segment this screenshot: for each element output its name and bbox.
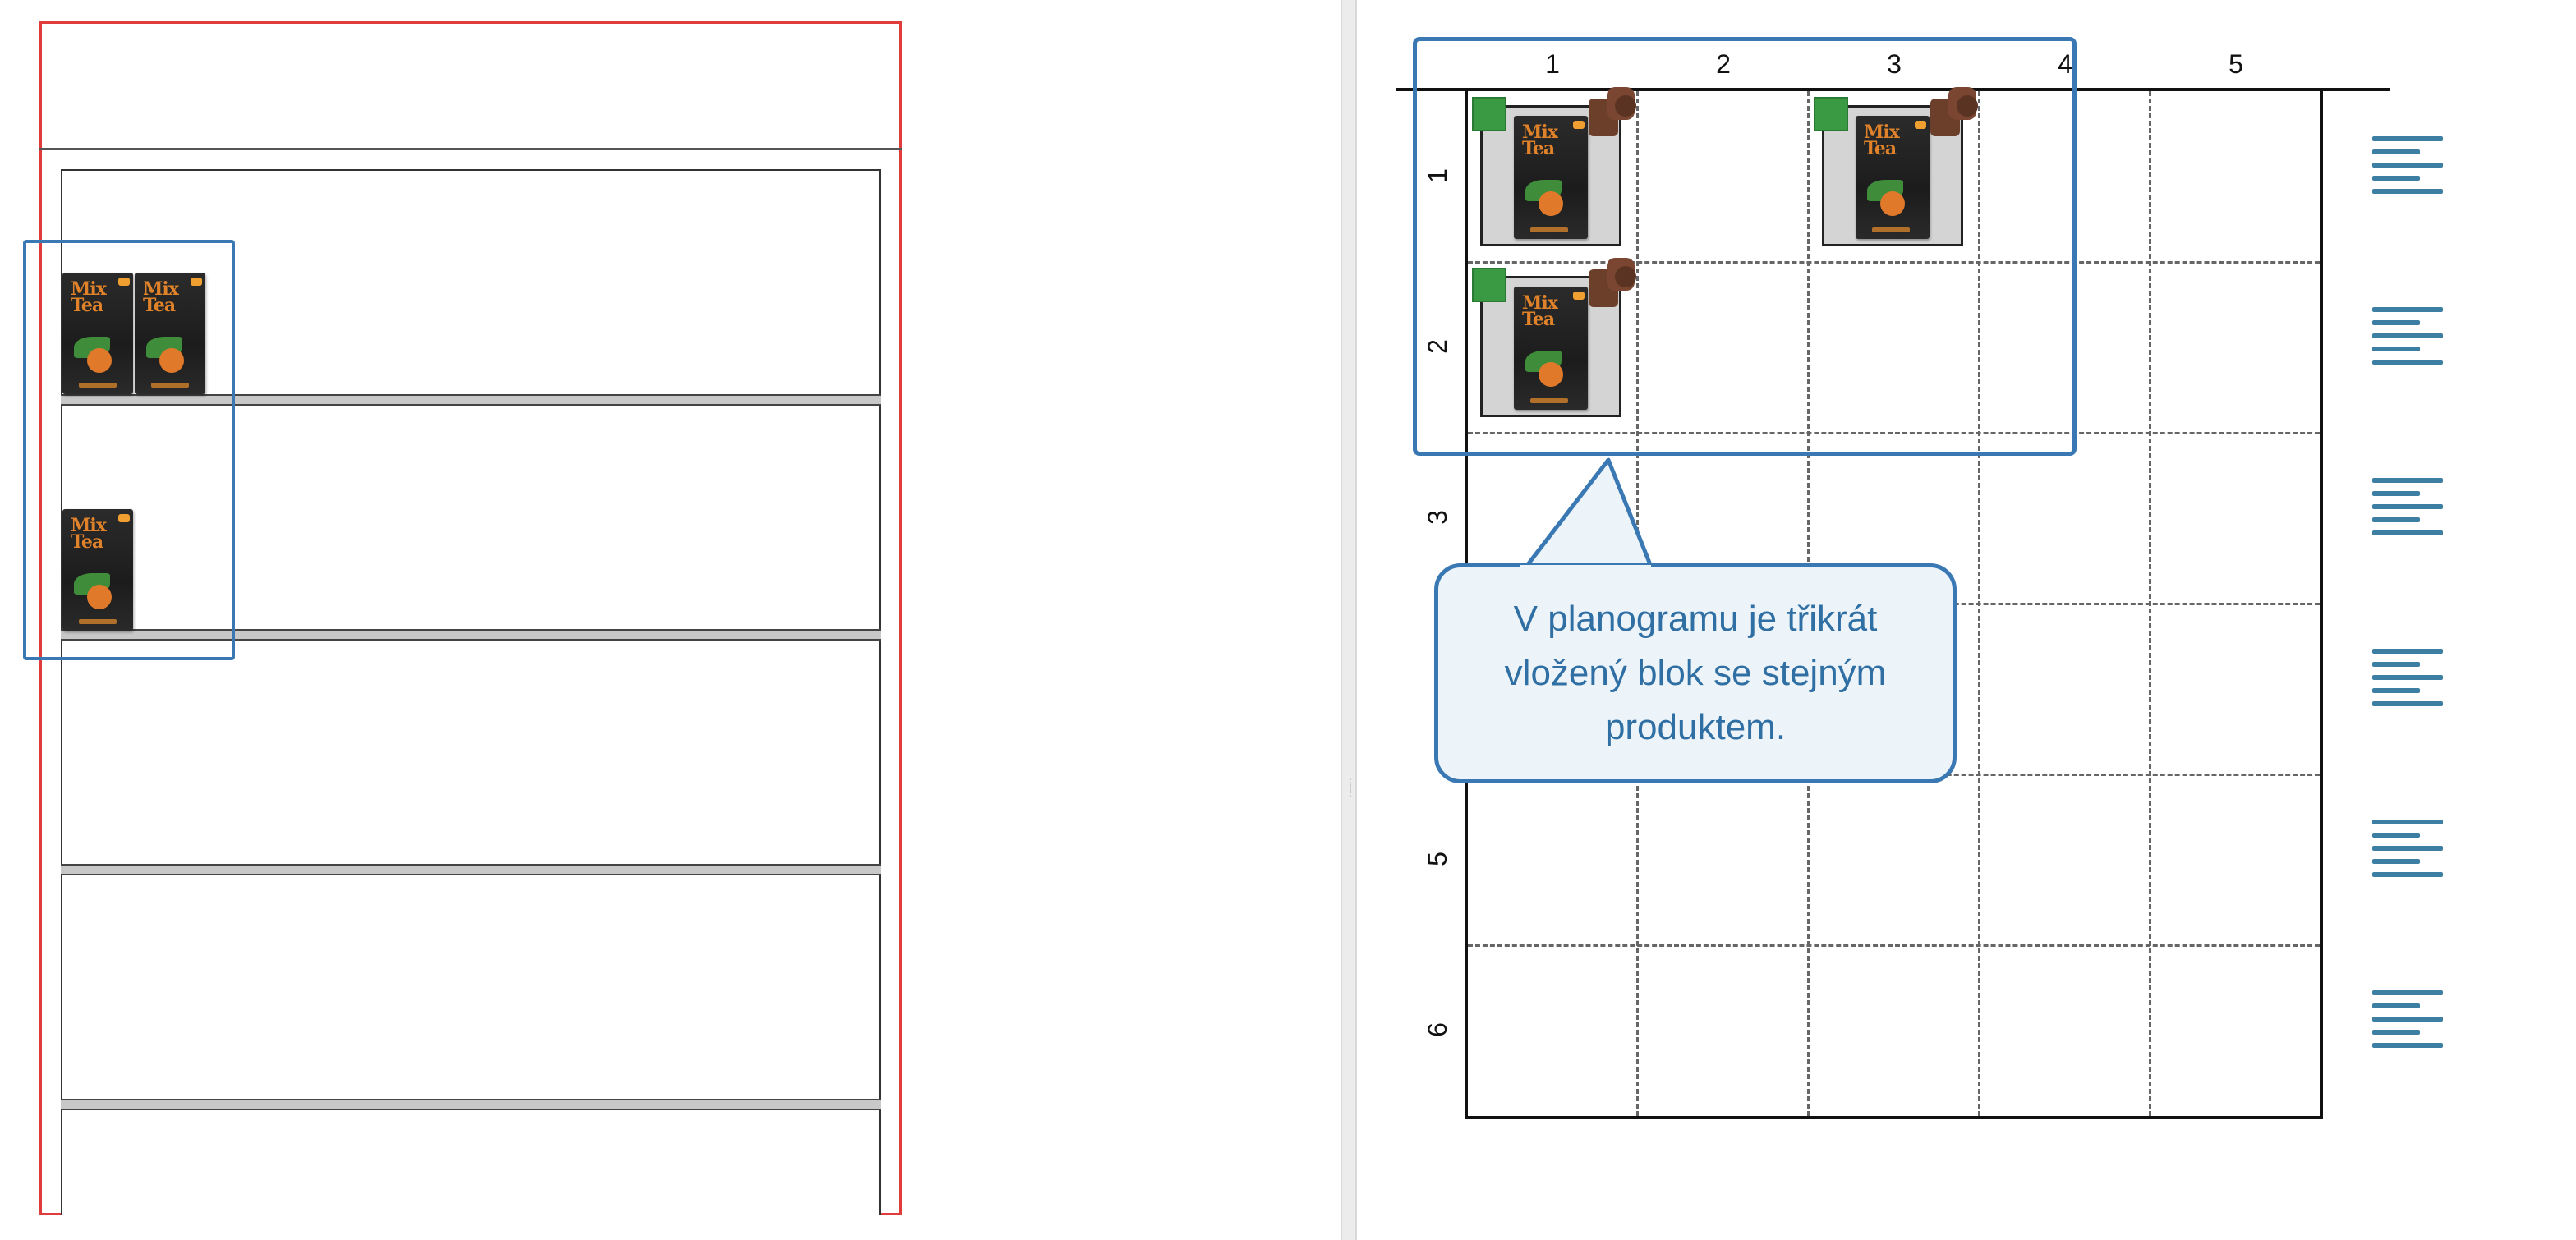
- column-label: 3: [1887, 49, 1902, 79]
- product-logo: Mix Tea: [71, 278, 107, 316]
- shelf-product[interactable]: Mix Tea: [62, 509, 133, 631]
- product-logo: Mix Tea: [71, 515, 107, 553]
- shelf-product[interactable]: Mix Tea: [62, 273, 133, 394]
- grid-product: Mix Tea: [1514, 287, 1588, 410]
- brown-product-icon[interactable]: [1929, 87, 1978, 140]
- tooltip-pointer: [1524, 457, 1654, 569]
- shelf-board[interactable]: [61, 864, 881, 875]
- align-left-icon[interactable]: [2372, 304, 2443, 378]
- column-axis-line: [1396, 88, 2390, 91]
- row-label: 5: [1423, 852, 1452, 866]
- row-label: 6: [1423, 1022, 1452, 1037]
- grid-row-divider: [1468, 261, 2320, 264]
- align-left-icon[interactable]: [2372, 475, 2443, 549]
- green-square-marker-icon[interactable]: [1472, 268, 1506, 302]
- product-logo: Mix Tea: [1522, 292, 1558, 330]
- product-logo: Mix Tea: [1864, 122, 1900, 159]
- green-square-marker-icon[interactable]: [1472, 97, 1506, 131]
- grid-row-divider: [1468, 944, 2320, 947]
- pane-splitter[interactable]: [1341, 0, 1357, 1240]
- align-left-icon[interactable]: [2372, 987, 2443, 1061]
- column-label: 5: [2229, 49, 2243, 79]
- shelf-board[interactable]: [61, 629, 881, 641]
- info-tooltip: V planogramu je třikrát vložený blok se …: [1434, 563, 1957, 783]
- column-label: 2: [1716, 49, 1731, 79]
- product-logo: Mix Tea: [1522, 122, 1558, 159]
- align-left-icon[interactable]: [2372, 133, 2443, 207]
- grid-block-selection[interactable]: [1413, 37, 2077, 456]
- shelf-board[interactable]: [61, 394, 881, 406]
- brown-product-icon[interactable]: [1587, 87, 1636, 140]
- shelf-block-selection[interactable]: [23, 240, 235, 660]
- brown-product-icon[interactable]: [1587, 258, 1636, 310]
- green-square-marker-icon[interactable]: [1814, 97, 1848, 131]
- product-logo: Mix Tea: [143, 278, 179, 316]
- grid-product: Mix Tea: [1856, 116, 1930, 239]
- align-left-icon[interactable]: [2372, 816, 2443, 890]
- align-left-icon[interactable]: [2372, 645, 2443, 719]
- column-label: 1: [1545, 49, 1560, 79]
- row-label: 3: [1423, 510, 1452, 525]
- column-label: 4: [2058, 49, 2072, 79]
- shelf-product[interactable]: Mix Tea: [135, 273, 205, 394]
- tooltip-text: V planogramu je třikrát vložený blok se …: [1504, 599, 1887, 747]
- shelf-header-divider: [39, 148, 902, 150]
- grid-product: Mix Tea: [1514, 116, 1588, 239]
- tooltip-pointer-join: [1520, 565, 1651, 575]
- splitter-grip-icon[interactable]: ⋮⋮⋮: [1346, 777, 1355, 798]
- grid-row-divider: [1468, 432, 2320, 434]
- shelf-board[interactable]: [61, 1099, 881, 1110]
